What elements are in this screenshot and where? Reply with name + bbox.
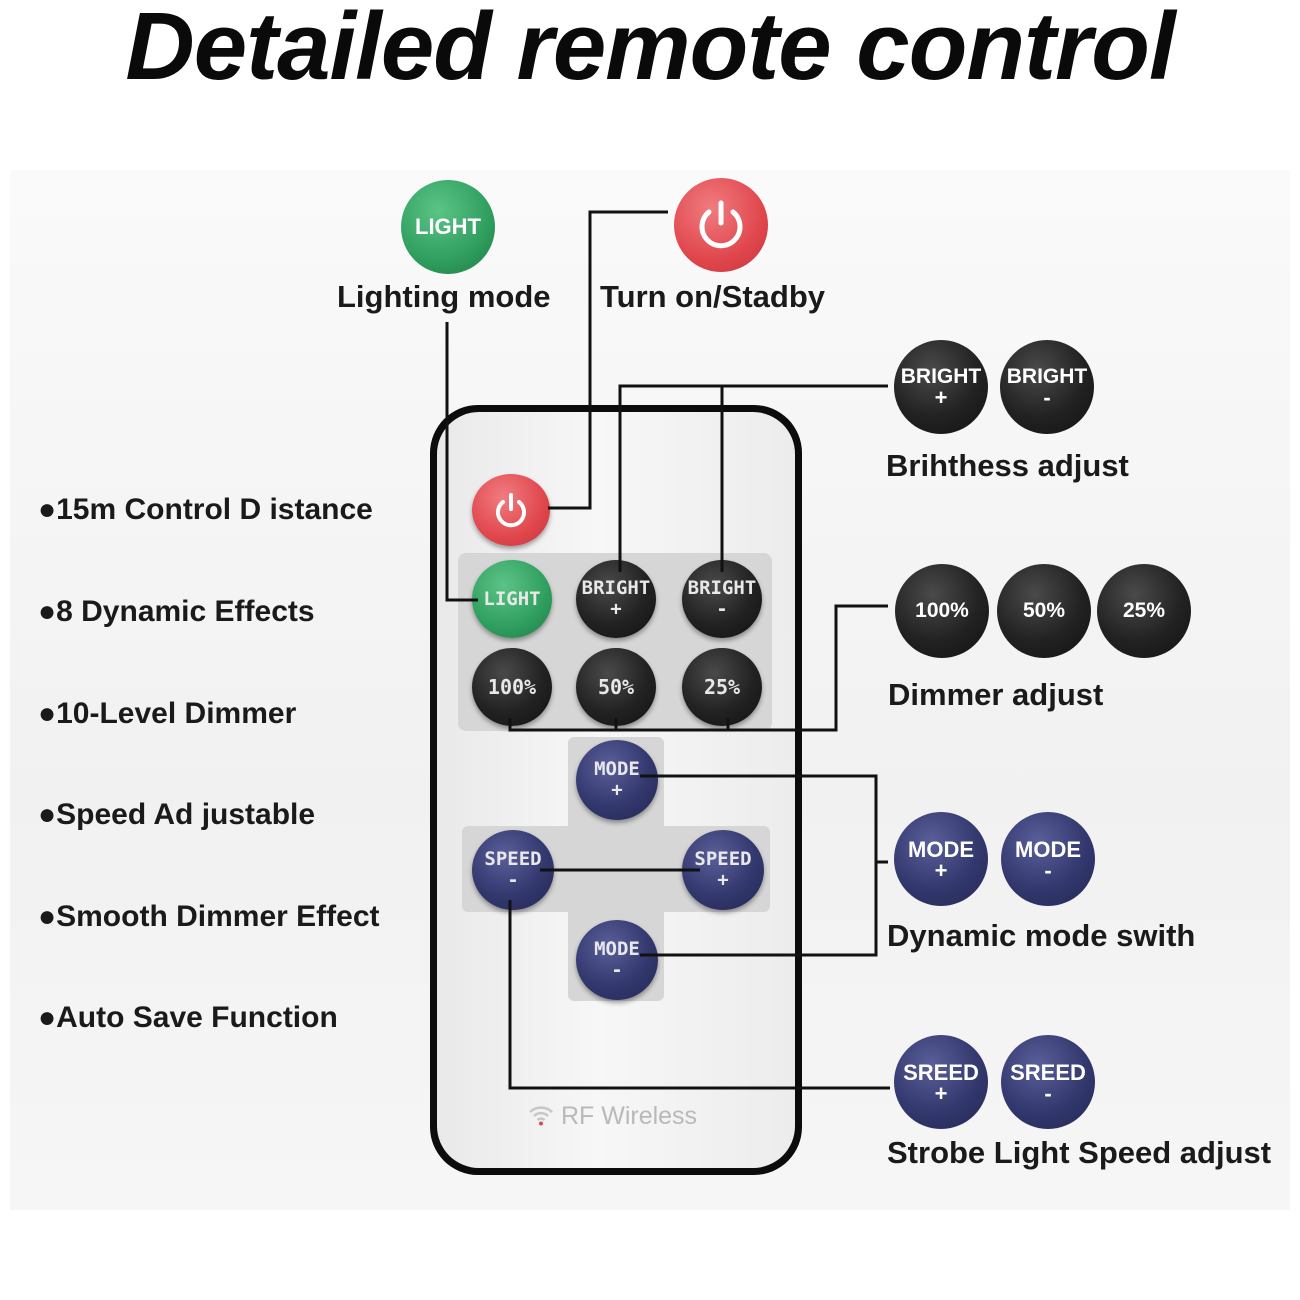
mode-plus-button[interactable]: MODE + <box>894 812 988 906</box>
feature-item: ●15m Control D istance <box>38 493 373 526</box>
bright-plus-sign: + <box>934 385 948 411</box>
mode-connector <box>640 774 878 957</box>
light-connector <box>445 322 478 602</box>
power-connector <box>548 210 668 510</box>
page-title: Detailed remote control <box>125 0 1175 100</box>
mode-plus-sign: + <box>934 857 948 883</box>
bright-minus-button[interactable]: BRIGHT - <box>1000 340 1094 434</box>
remote-dim-100-button[interactable]: 100% <box>472 648 552 726</box>
dimmer-connector <box>508 604 888 732</box>
remote-bright-plus-sign: + <box>610 598 622 620</box>
light-button[interactable]: LIGHT <box>401 180 495 274</box>
remote-mode-plus-label: MODE <box>594 758 640 781</box>
remote-speed-minus-button[interactable]: SPEED - <box>472 830 554 910</box>
remote-dim-50-label: 50% <box>597 675 635 699</box>
dimmer-100-label: 100% <box>915 598 969 622</box>
power-icon <box>496 493 526 528</box>
remote-dim-25-label: 25% <box>703 675 741 699</box>
speed-minus-sign: - <box>1044 1080 1052 1106</box>
dimmer-caption: Dimmer adjust <box>888 677 1104 712</box>
dimmer-25-button[interactable]: 25% <box>1097 564 1191 658</box>
mode-minus-sign: - <box>1044 857 1052 883</box>
brightness-connector <box>618 384 888 572</box>
remote-mode-plus-button[interactable]: MODE + <box>576 740 658 820</box>
mode-plus-label: MODE <box>908 836 974 862</box>
rf-wireless-label: RF Wireless <box>560 1102 698 1130</box>
lighting-mode-caption: Lighting mode <box>337 279 551 314</box>
remote-mode-plus-sign: + <box>611 779 623 801</box>
dimmer-50-button[interactable]: 50% <box>997 564 1091 658</box>
feature-item: ●Smooth Dimmer Effect <box>38 900 380 933</box>
remote-light-button[interactable]: LIGHT <box>472 560 552 638</box>
feature-item: ●8 Dynamic Effects <box>38 595 315 628</box>
wifi-icon <box>529 1106 553 1126</box>
bright-minus-sign: - <box>1043 385 1051 411</box>
speed-minus-label: SREED <box>1010 1059 1086 1085</box>
mode-minus-button[interactable]: MODE - <box>1001 812 1095 906</box>
remote-bright-plus-label: BRIGHT <box>581 577 651 600</box>
speed-connector <box>508 900 890 1090</box>
remote-dim-100-label: 100% <box>487 675 537 699</box>
power-icon <box>699 200 743 249</box>
remote-bright-minus-sign: - <box>716 598 728 620</box>
remote-light-label: LIGHT <box>483 587 541 610</box>
bright-plus-button[interactable]: BRIGHT + <box>894 340 988 434</box>
speed-plus-button[interactable]: SREED + <box>894 1035 988 1129</box>
remote-bright-minus-button[interactable]: BRIGHT - <box>682 560 762 638</box>
remote-bright-plus-button[interactable]: BRIGHT + <box>576 560 656 638</box>
power-caption: Turn on/Stadby <box>600 279 826 314</box>
remote-mode-minus-button[interactable]: MODE - <box>576 920 658 1000</box>
dimmer-25-label: 25% <box>1122 598 1166 622</box>
remote-power-button[interactable] <box>472 474 550 546</box>
feature-item: ●Speed Ad justable <box>38 798 316 831</box>
feature-item: ●10-Level Dimmer <box>38 697 297 730</box>
remote-speed-plus-label: SPEED <box>694 848 752 871</box>
feature-item: ●Auto Save Function <box>38 1001 338 1034</box>
brightness-caption: Brihthess adjust <box>886 448 1129 483</box>
dimmer-50-label: 50% <box>1022 598 1066 622</box>
speed-plus-label: SREED <box>903 1059 979 1085</box>
mode-caption: Dynamic mode swith <box>887 918 1196 953</box>
rf-wireless-mark: RF Wireless <box>528 1102 697 1131</box>
light-button-label: LIGHT <box>415 214 481 240</box>
remote-mode-minus-sign: - <box>611 959 623 981</box>
remote-speed-minus-sign: - <box>507 869 519 891</box>
remote-speed-minus-label: SPEED <box>484 848 542 871</box>
remote-dim-25-button[interactable]: 25% <box>682 648 762 726</box>
power-button[interactable] <box>674 178 768 272</box>
speed-caption: Strobe Light Speed adjust <box>887 1135 1272 1170</box>
bright-minus-label: BRIGHT <box>1006 365 1088 389</box>
dimmer-100-button[interactable]: 100% <box>895 564 989 658</box>
bright-plus-label: BRIGHT <box>900 365 982 389</box>
speed-minus-button[interactable]: SREED - <box>1001 1035 1095 1129</box>
remote-mode-minus-label: MODE <box>594 938 640 961</box>
speed-plus-sign: + <box>934 1080 948 1106</box>
mode-minus-label: MODE <box>1015 836 1081 862</box>
remote-bright-minus-label: BRIGHT <box>687 577 757 600</box>
remote-speed-plus-sign: + <box>717 869 729 891</box>
remote-dim-50-button[interactable]: 50% <box>576 648 656 726</box>
